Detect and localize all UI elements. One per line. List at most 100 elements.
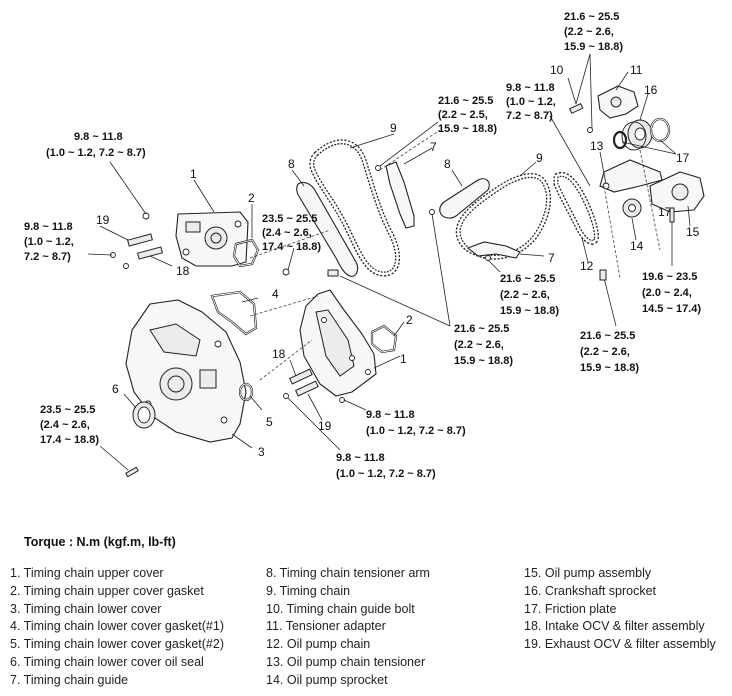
bolt-lower-left bbox=[125, 466, 139, 478]
callout-12: 12 bbox=[580, 259, 594, 273]
callout-19-left: 19 bbox=[96, 213, 110, 227]
upper-cover-right bbox=[299, 289, 377, 397]
upper-cover-gasket-left bbox=[232, 238, 260, 268]
svg-text:(2.4 ~ 2.6,: (2.4 ~ 2.6, bbox=[40, 419, 90, 431]
callout-16: 16 bbox=[644, 83, 658, 97]
svg-text:17.4 ~ 18.8): 17.4 ~ 18.8) bbox=[40, 434, 99, 446]
legend-item: 1. Timing chain upper cover bbox=[10, 566, 164, 580]
bolt-cover-left bbox=[327, 269, 339, 277]
oil-pump-sprocket bbox=[622, 198, 642, 218]
svg-text:14.5 ~ 17.4): 14.5 ~ 17.4) bbox=[642, 303, 701, 315]
callout-7-top: 7 bbox=[430, 140, 437, 154]
svg-text:9.8 ~ 11.8: 9.8 ~ 11.8 bbox=[24, 221, 73, 233]
bolt-small-top bbox=[587, 127, 593, 133]
callout-19-right: 19 bbox=[318, 419, 332, 433]
legend-item: 14. Oil pump sprocket bbox=[266, 672, 388, 687]
svg-text:9.8 ~ 11.8: 9.8 ~ 11.8 bbox=[74, 131, 123, 143]
upper-cover-left bbox=[175, 211, 249, 267]
torque-spec-cover-right: 9.8 ~ 11.8 (1.0 ~ 1.2, 7.2 ~ 8.7) bbox=[366, 409, 466, 437]
callout-7-right: 7 bbox=[548, 251, 555, 265]
bolt-mid bbox=[282, 268, 290, 276]
legend-item: 15. Oil pump assembly bbox=[524, 566, 652, 580]
svg-text:23.5 ~ 25.5: 23.5 ~ 25.5 bbox=[262, 213, 317, 225]
svg-text:15.9 ~ 18.8): 15.9 ~ 18.8) bbox=[500, 305, 559, 317]
callout-15: 15 bbox=[686, 225, 700, 239]
legend-item: 4. Timing chain lower cover gasket(#1) bbox=[10, 619, 224, 634]
chain-guide-right bbox=[466, 241, 521, 259]
callout-2-right: 2 bbox=[406, 313, 413, 327]
legend-item: 7. Timing chain guide bbox=[10, 672, 129, 687]
svg-text:(2.2 ~ 2.6,: (2.2 ~ 2.6, bbox=[500, 289, 550, 301]
ocv-left bbox=[110, 233, 163, 269]
callout-18-left: 18 bbox=[176, 264, 190, 278]
torque-spec-ocv-right: 9.8 ~ 11.8 (1.0 ~ 1.2, 7.2 ~ 8.7) bbox=[506, 82, 556, 122]
svg-text:9.8 ~ 11.8: 9.8 ~ 11.8 bbox=[506, 82, 555, 94]
svg-text:(2.4 ~ 2.6,: (2.4 ~ 2.6, bbox=[262, 227, 312, 239]
svg-text:(1.0 ~ 1.2, 7.2 ~ 8.7): (1.0 ~ 1.2, 7.2 ~ 8.7) bbox=[336, 468, 436, 480]
legend-item: 17. Friction plate bbox=[524, 601, 617, 616]
bolt-guide-low bbox=[485, 255, 491, 261]
svg-text:21.6 ~ 25.5: 21.6 ~ 25.5 bbox=[438, 95, 493, 107]
tensioner-arm-left bbox=[296, 181, 359, 277]
bolt-upper-cover bbox=[142, 212, 150, 220]
svg-text:21.6 ~ 25.5: 21.6 ~ 25.5 bbox=[564, 11, 619, 23]
svg-text:(2.2 ~ 2.5,: (2.2 ~ 2.5, bbox=[438, 109, 488, 121]
legend-item: 18. Intake OCV & filter assembly bbox=[524, 619, 705, 634]
legend-item: 5. Timing chain lower cover gasket(#2) bbox=[10, 637, 224, 652]
callout-2-left: 2 bbox=[248, 191, 255, 205]
lower-cover-gasket-2 bbox=[238, 382, 254, 402]
svg-text:21.6 ~ 25.5: 21.6 ~ 25.5 bbox=[500, 273, 555, 285]
svg-text:21.6 ~ 25.5: 21.6 ~ 25.5 bbox=[454, 323, 509, 335]
legend-column-1: 1. Timing chain upper cover 2. Timing ch… bbox=[10, 565, 224, 690]
legend-item: 11. Tensioner adapter bbox=[266, 619, 386, 634]
callout-5: 5 bbox=[266, 415, 273, 429]
svg-text:(2.2 ~ 2.6,: (2.2 ~ 2.6, bbox=[580, 346, 630, 358]
guide-bolt-left bbox=[375, 165, 381, 171]
svg-text:17.4 ~ 18.8): 17.4 ~ 18.8) bbox=[262, 241, 321, 253]
callout-14: 14 bbox=[630, 239, 644, 253]
callout-18-right: 18 bbox=[272, 347, 286, 361]
legend-item: 19. Exhaust OCV & filter assembly bbox=[524, 637, 716, 652]
svg-text:21.6 ~ 25.5: 21.6 ~ 25.5 bbox=[580, 330, 635, 342]
callout-4: 4 bbox=[272, 287, 279, 301]
lower-cover-oil-seal bbox=[132, 401, 156, 429]
svg-text:(2.0 ~ 2.4,: (2.0 ~ 2.4, bbox=[642, 287, 692, 299]
torque-spec-mid-left: 23.5 ~ 25.5 (2.4 ~ 2.6, 17.4 ~ 18.8) bbox=[262, 213, 321, 253]
svg-text:23.5 ~ 25.5: 23.5 ~ 25.5 bbox=[40, 404, 95, 416]
torque-spec-center: 21.6 ~ 25.5 (2.2 ~ 2.6, 15.9 ~ 18.8) bbox=[454, 323, 513, 367]
svg-text:15.9 ~ 18.8): 15.9 ~ 18.8) bbox=[438, 123, 497, 135]
torque-spec-bottom-center: 9.8 ~ 11.8 (1.0 ~ 1.2, 7.2 ~ 8.7) bbox=[336, 452, 436, 480]
torque-spec-guide-right: 21.6 ~ 25.5 (2.2 ~ 2.6, 15.9 ~ 18.8) bbox=[500, 273, 559, 317]
callout-11: 11 bbox=[630, 63, 643, 77]
chain-guide-left bbox=[385, 161, 415, 229]
legend-column-3: 15. Oil pump assembly 16. Crankshaft spr… bbox=[524, 565, 716, 654]
legend-item: 8. Timing chain tensioner arm bbox=[266, 566, 430, 580]
legend-item: 3. Timing chain lower cover bbox=[10, 601, 162, 616]
callout-6: 6 bbox=[112, 382, 119, 396]
torque-spec-tensioner-top: 21.6 ~ 25.5 (2.2 ~ 2.5, 15.9 ~ 18.8) bbox=[438, 95, 497, 135]
callout-17-lower: 17 bbox=[658, 205, 672, 219]
svg-text:9.8 ~ 11.8: 9.8 ~ 11.8 bbox=[366, 409, 415, 421]
bolt-pump-chain bbox=[599, 269, 607, 281]
guide-bolt-10 bbox=[569, 102, 584, 114]
friction-plate bbox=[612, 117, 671, 150]
svg-text:15.9 ~ 18.8): 15.9 ~ 18.8) bbox=[580, 362, 639, 374]
callout-1-left: 1 bbox=[190, 167, 197, 181]
callout-9-left: 9 bbox=[390, 121, 397, 135]
svg-text:19.6 ~ 23.5: 19.6 ~ 23.5 bbox=[642, 271, 697, 283]
callout-1-right: 1 bbox=[400, 352, 407, 366]
legend-item: 10. Timing chain guide bolt bbox=[266, 601, 415, 616]
svg-text:(2.2 ~ 2.6,: (2.2 ~ 2.6, bbox=[454, 339, 504, 351]
callout-13: 13 bbox=[590, 139, 604, 153]
torque-units-title: Torque : N.m (kgf.m, lb-ft) bbox=[24, 535, 176, 549]
torque-spec-upper-left: 9.8 ~ 11.8 (1.0 ~ 1.2, 7.2 ~ 8.7) bbox=[46, 131, 146, 159]
upper-cover-gasket-right bbox=[370, 324, 398, 354]
callout-9-right: 9 bbox=[536, 151, 543, 165]
guide-bolt-right bbox=[429, 209, 435, 215]
callout-17-right: 17 bbox=[676, 151, 690, 165]
callout-10: 10 bbox=[550, 63, 564, 77]
svg-text:15.9 ~ 18.8): 15.9 ~ 18.8) bbox=[564, 41, 623, 53]
svg-text:(2.2 ~ 2.6,: (2.2 ~ 2.6, bbox=[564, 26, 614, 38]
crankshaft-sprocket bbox=[621, 119, 653, 151]
legend-item: 9. Timing chain bbox=[266, 583, 351, 598]
